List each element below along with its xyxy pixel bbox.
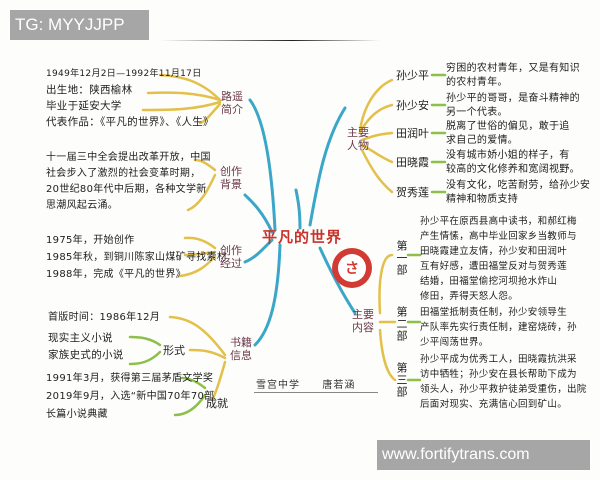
watermark-top: TG: MYYJJPP (10, 10, 149, 40)
desc-line: 没有文化，吃苦耐劳，给孙少安 (446, 180, 591, 191)
part-line: 少平闯荡世界。 (420, 337, 489, 348)
author-works: 代表作品：《平凡的世界》、《人生》 (46, 116, 214, 128)
part-label: 第二部 (395, 306, 408, 342)
center-title: 平凡的世界 (262, 228, 343, 246)
character-name: 田晓霞 (396, 156, 429, 169)
node-main-characters: 主要 人物 (347, 126, 369, 152)
desc-line: 另一个代表。 (446, 107, 508, 118)
form-item: 家族史式的小说 (48, 349, 124, 361)
part-label: 第三部 (395, 362, 408, 398)
node-author-intro-l1: 路遥 (221, 90, 243, 103)
author-school: 毕业于延安大学 (46, 100, 122, 112)
author-dates: 1949年12月2日—1992年11月17日 (46, 69, 202, 79)
background-line: 思潮风起云涌。 (46, 200, 119, 211)
background-details: 十一届三中全会提出改革开放，中国 社会步入了激烈的社会变革时期， 20世纪80年… (46, 150, 211, 214)
character-desc: 脱离了世俗的偏见，敢于追 求自己的爱情。 (446, 120, 570, 148)
character-desc: 没有城市娇小姐的样子，有 较高的文化修养和宽阔视野。 (446, 149, 580, 177)
node-author-intro-l2: 简介 (221, 103, 243, 116)
node-author-intro: 路遥 简介 (221, 90, 243, 116)
achievement-line: 2019年9月，入选“新中国70年70部 (46, 391, 215, 402)
desc-line: 较高的文化修养和宽阔视野。 (446, 164, 580, 175)
paper-edge (160, 40, 380, 41)
achievement-line: 1991年3月，获得第三届茅盾文学奖 (46, 373, 214, 384)
part-line: 领头人，孙少平救护徒弟受重伤，出院 (420, 384, 587, 395)
node-main-content: 主要 内容 (352, 308, 374, 334)
signature: 雪宫中学 唐若涵 (254, 376, 378, 393)
character-name: 孙少安 (396, 99, 429, 112)
character-desc: 没有文化，吃苦耐劳，给孙少安 精神和物质支持 (446, 179, 590, 207)
school-logo: さ (332, 248, 372, 288)
desc-line: 脱离了世俗的偏见，敢于追 (446, 121, 570, 132)
character-desc: 穷困的农村青年，又是有知识 的农村青年。 (446, 62, 580, 90)
form-items: 现实主义小说 家族史式的小说 (48, 330, 124, 364)
part-line: 孙少平成为优秀工人，田晓霞抗洪采 (420, 354, 577, 365)
part-text: 孙少平成为优秀工人，田晓霞抗洪采 访中牺牲；孙少安在县长帮助下成为 领头人，孙少… (420, 352, 587, 412)
desc-line: 的农村青年。 (446, 77, 508, 88)
desc-line: 穷困的农村青年，又是有知识 (446, 63, 580, 74)
node-bg-l2: 背景 (220, 178, 242, 191)
node-char-l2: 人物 (347, 139, 369, 152)
node-proc-l2: 经过 (220, 257, 242, 270)
node-content-l1: 主要 (352, 308, 374, 321)
form-item: 现实主义小说 (48, 332, 113, 344)
desc-line: 孙少平的哥哥，是奋斗精神的 (446, 93, 580, 104)
node-char-l1: 主要 (347, 126, 369, 139)
node-form: 形式 (163, 344, 185, 357)
part-line: 孙少平在原西县高中读书，和郝红梅 (420, 216, 577, 227)
character-name: 田润叶 (396, 127, 429, 140)
node-proc-l1: 创作 (220, 244, 242, 257)
part-text: 田福堂抵制责任制，孙少安领导生 产队率先实行责任制，建窑烧砖，孙 少平闯荡世界。 (420, 305, 577, 350)
background-line: 十一届三中全会提出改革开放，中国 (46, 152, 211, 163)
author-birthplace: 出生地：陕西榆林 (46, 84, 133, 96)
node-creation-background: 创作 背景 (220, 165, 242, 191)
part-line: 访中牺牲；孙少安在县长帮助下成为 (420, 369, 577, 380)
process-line: 1985年秋，到铜川陈家山煤矿寻找素材 (46, 252, 228, 263)
node-book-l1: 书籍 (230, 336, 252, 349)
part-line: 结婚，田福堂偷挖河坝抢水炸山 (420, 276, 558, 287)
node-book-l2: 信息 (230, 349, 252, 362)
background-line: 社会步入了激烈的社会变革时期， (46, 168, 201, 179)
logo-glyph: さ (338, 254, 366, 282)
part-text: 孙少平在原西县高中读书，和郝红梅 产生情愫，高中毕业回家乡当教师与 田晓霞建立友… (420, 214, 577, 304)
part-line: 后面对现实、充满信心回到矿山。 (420, 399, 568, 410)
author-details: 1949年12月2日—1992年11月17日 出生地：陕西榆林 毕业于延安大学 … (46, 66, 214, 130)
part-line: 田福堂抵制责任制，孙少安领导生 (420, 307, 568, 318)
achievement-items: 1991年3月，获得第三届茅盾文学奖 2019年9月，入选“新中国70年70部 … (46, 370, 214, 424)
achievement-line: 长篇小说典藏 (46, 409, 108, 420)
node-creation-process: 创作 经过 (220, 244, 242, 270)
character-desc: 孙少平的哥哥，是奋斗精神的 另一个代表。 (446, 92, 580, 120)
first-edition: 首版时间：1986年12月 (48, 312, 161, 323)
signature-school: 雪宫中学 (256, 380, 300, 391)
node-achievement: 成就 (206, 397, 228, 410)
part-line: 产生情愫，高中毕业回家乡当教师与 (420, 231, 577, 242)
part-line: 修田，弄得天怒人怨。 (420, 291, 519, 302)
character-name: 贺秀莲 (396, 186, 429, 199)
background-line: 20世纪80年代中后期，各种文学新 (46, 184, 207, 195)
part-line: 互有好感，遭田福堂反对与贺秀莲 (420, 261, 568, 272)
desc-line: 求自己的爱情。 (446, 135, 519, 146)
node-content-l2: 内容 (352, 321, 374, 334)
desc-line: 没有城市娇小姐的样子，有 (446, 150, 570, 161)
process-line: 1988年，完成《平凡的世界》 (46, 269, 186, 280)
signature-author: 唐若涵 (322, 380, 356, 391)
character-name: 孙少平 (396, 69, 429, 82)
part-line: 产队率先实行责任制，建窑烧砖，孙 (420, 322, 577, 333)
node-bg-l1: 创作 (220, 165, 242, 178)
node-book-info: 书籍 信息 (230, 336, 252, 362)
process-details: 1975年，开始创作 1985年秋，到铜川陈家山煤矿寻找素材 1988年，完成《… (46, 232, 227, 283)
desc-line: 精神和物质支持 (446, 194, 519, 205)
part-line: 田晓霞建立友情，孙少安和田润叶 (420, 246, 568, 257)
process-line: 1975年，开始创作 (46, 235, 135, 246)
part-label: 第一部 (395, 240, 408, 276)
watermark-bottom: www.fortifytrans.com (377, 440, 590, 470)
